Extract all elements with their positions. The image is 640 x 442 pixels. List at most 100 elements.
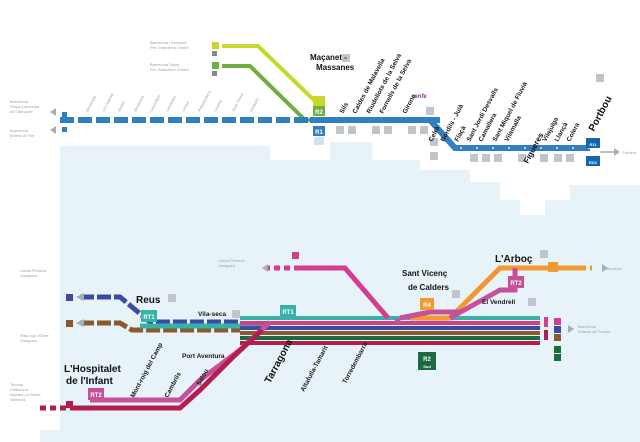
r2-small-badge bbox=[212, 62, 219, 69]
city-hospitalet: L'Hospitalet de l'Infant bbox=[64, 364, 124, 387]
svg-text:Granollers: Granollers bbox=[148, 94, 161, 113]
rt2-badge-arboc bbox=[508, 276, 524, 288]
rt1-badge-tarragona bbox=[280, 305, 296, 317]
arrow-manresa bbox=[602, 264, 608, 272]
r15-small-badge bbox=[66, 320, 73, 327]
station-sils: Sils bbox=[339, 101, 351, 115]
svg-text:Lleida-Pirineus: Lleida-Pirineus bbox=[218, 258, 244, 263]
r16-coast bbox=[70, 328, 264, 411]
svg-text:La Llagosta: La Llagosta bbox=[100, 91, 114, 112]
left-arrow-2 bbox=[50, 126, 56, 134]
trunk-end-badges bbox=[544, 317, 574, 361]
svg-text:València: València bbox=[10, 397, 26, 402]
city-portbou: Portbou bbox=[587, 94, 615, 133]
rt2-badge-arboc-label: RT2 bbox=[510, 281, 522, 287]
r8-small-badge bbox=[212, 42, 219, 49]
rt2-badge-hospitalet-label: RT2 bbox=[90, 393, 102, 399]
svg-text:Gualba: Gualba bbox=[212, 98, 223, 112]
svg-text:Per Granollers Centre: Per Granollers Centre bbox=[150, 67, 190, 72]
svg-text:Riba-roja d'Ebre: Riba-roja d'Ebre bbox=[20, 333, 50, 338]
svg-text:Barcelona: Barcelona bbox=[10, 128, 29, 133]
r16-small-badge bbox=[66, 401, 73, 408]
svg-text:Cerbère: Cerbère bbox=[622, 150, 637, 155]
svg-text:Barcelona: Barcelona bbox=[578, 324, 597, 329]
rt1-badge-reus bbox=[141, 310, 157, 322]
r1-badge-macanet bbox=[313, 126, 325, 136]
rt1-badge-tarragona-label: RT1 bbox=[282, 310, 294, 316]
r14-small-badge bbox=[66, 294, 73, 301]
connection-notes-south: Lleida-Pirineus Zaragoza Lleida-Pirineus… bbox=[10, 258, 622, 402]
svg-text:Barcelona: Barcelona bbox=[10, 99, 29, 104]
svg-text:de l'Aeroport: de l'Aeroport bbox=[10, 109, 33, 114]
arrow-lleida-mid bbox=[76, 293, 84, 301]
r13-small-badge bbox=[292, 252, 299, 259]
arrow-lleida-top bbox=[262, 264, 268, 272]
svg-text:Zaragoza: Zaragoza bbox=[20, 273, 38, 278]
cerbere-arrow-head bbox=[614, 148, 620, 156]
svg-text:Hostalric: Hostalric bbox=[248, 96, 260, 112]
svg-text:Barcelona Sants: Barcelona Sants bbox=[150, 62, 179, 67]
rg1-badge-portbou bbox=[586, 156, 600, 166]
r11-badge-label: R11 bbox=[589, 142, 597, 147]
city-sant-vicenc: Sant Vicenç de Calders bbox=[402, 269, 449, 292]
station-el-vendrell: El Vendrell bbox=[482, 299, 515, 306]
svg-text:Palautordera: Palautordera bbox=[196, 89, 212, 112]
svg-text:Sant Celoni: Sant Celoni bbox=[230, 92, 244, 113]
svg-text:Mollet: Mollet bbox=[116, 100, 126, 113]
svg-text:Cardedeu: Cardedeu bbox=[164, 95, 177, 113]
svg-text:Ulldecona: Ulldecona bbox=[10, 387, 29, 392]
svg-text:Zaragoza: Zaragoza bbox=[20, 338, 38, 343]
connection-notes-north: Barcelona Plaça Catalunya de l'Aeroport … bbox=[10, 40, 637, 155]
r1-small-badge-2 bbox=[62, 127, 67, 132]
r4-line bbox=[410, 265, 580, 321]
r2-sud-badge bbox=[418, 352, 436, 370]
r2-badge-label: R2 bbox=[315, 110, 323, 116]
r8-line bbox=[222, 44, 320, 106]
r8-badge-macanet bbox=[313, 96, 325, 106]
city-reus: Reus bbox=[136, 295, 161, 306]
r1-coast-line bbox=[427, 118, 590, 151]
svg-text:Per Granollers Centre: Per Granollers Centre bbox=[150, 45, 190, 50]
r4-small-badge bbox=[548, 262, 558, 272]
r1-badge-macanet-sub bbox=[314, 137, 324, 145]
rt2-badge-hospitalet bbox=[88, 388, 104, 400]
svg-text:Barcelona / Aeroport: Barcelona / Aeroport bbox=[150, 40, 187, 45]
r2-line bbox=[222, 64, 316, 122]
svg-text:Montcada: Montcada bbox=[84, 94, 97, 113]
r1-small-badge-1 bbox=[62, 112, 67, 117]
r4-badge-label: R4 bbox=[423, 303, 431, 309]
svg-text:Lleida-Pirineus: Lleida-Pirineus bbox=[20, 268, 46, 273]
svg-text:Zaragoza: Zaragoza bbox=[218, 263, 236, 268]
sea-south bbox=[40, 320, 640, 442]
r2-sud-sub: Sud bbox=[423, 364, 431, 369]
south-trunk-bundle bbox=[240, 316, 540, 345]
r15-line bbox=[80, 320, 240, 333]
parking-badges-north bbox=[336, 54, 604, 162]
r14-line bbox=[80, 294, 240, 325]
svg-text:Llinars: Llinars bbox=[180, 100, 190, 113]
station-vila-seca: Vila-seca bbox=[198, 311, 226, 318]
renfe-logo: renfe bbox=[412, 94, 427, 100]
svg-text:Manresa: Manresa bbox=[606, 266, 622, 271]
city-larboc: L'Arboç bbox=[495, 254, 533, 265]
station-port-aventura: Port Aventura bbox=[182, 353, 225, 360]
parking-badges-south bbox=[168, 250, 548, 318]
r4-badge bbox=[420, 298, 434, 310]
rg-small-badge-2 bbox=[212, 71, 217, 76]
r13-line bbox=[300, 265, 390, 320]
svg-text:Montmeló: Montmeló bbox=[132, 94, 145, 113]
svg-text:Plaça Catalunya: Plaça Catalunya bbox=[10, 104, 40, 109]
r11-badge-portbou bbox=[586, 138, 600, 148]
r2-sud-label: R2 bbox=[423, 357, 431, 363]
rg-small-badge-1 bbox=[212, 51, 217, 56]
faded-stations-north: Montcada La Llagosta Mollet Montmeló Gra… bbox=[84, 89, 260, 112]
rg1-badge-label: RG1 bbox=[589, 160, 598, 165]
arrow-riba-roja bbox=[76, 319, 84, 327]
svg-text:Alacant-La Sénia: Alacant-La Sénia bbox=[10, 392, 41, 397]
rt2-east bbox=[399, 309, 460, 321]
rt1-badge-reus-label: RT1 bbox=[143, 315, 155, 321]
svg-text:Estació de França: Estació de França bbox=[578, 329, 611, 334]
city-macanet: Maçanet - Massanes bbox=[310, 53, 355, 72]
left-arrow-1 bbox=[50, 108, 56, 116]
r2-badge-macanet bbox=[313, 106, 325, 116]
